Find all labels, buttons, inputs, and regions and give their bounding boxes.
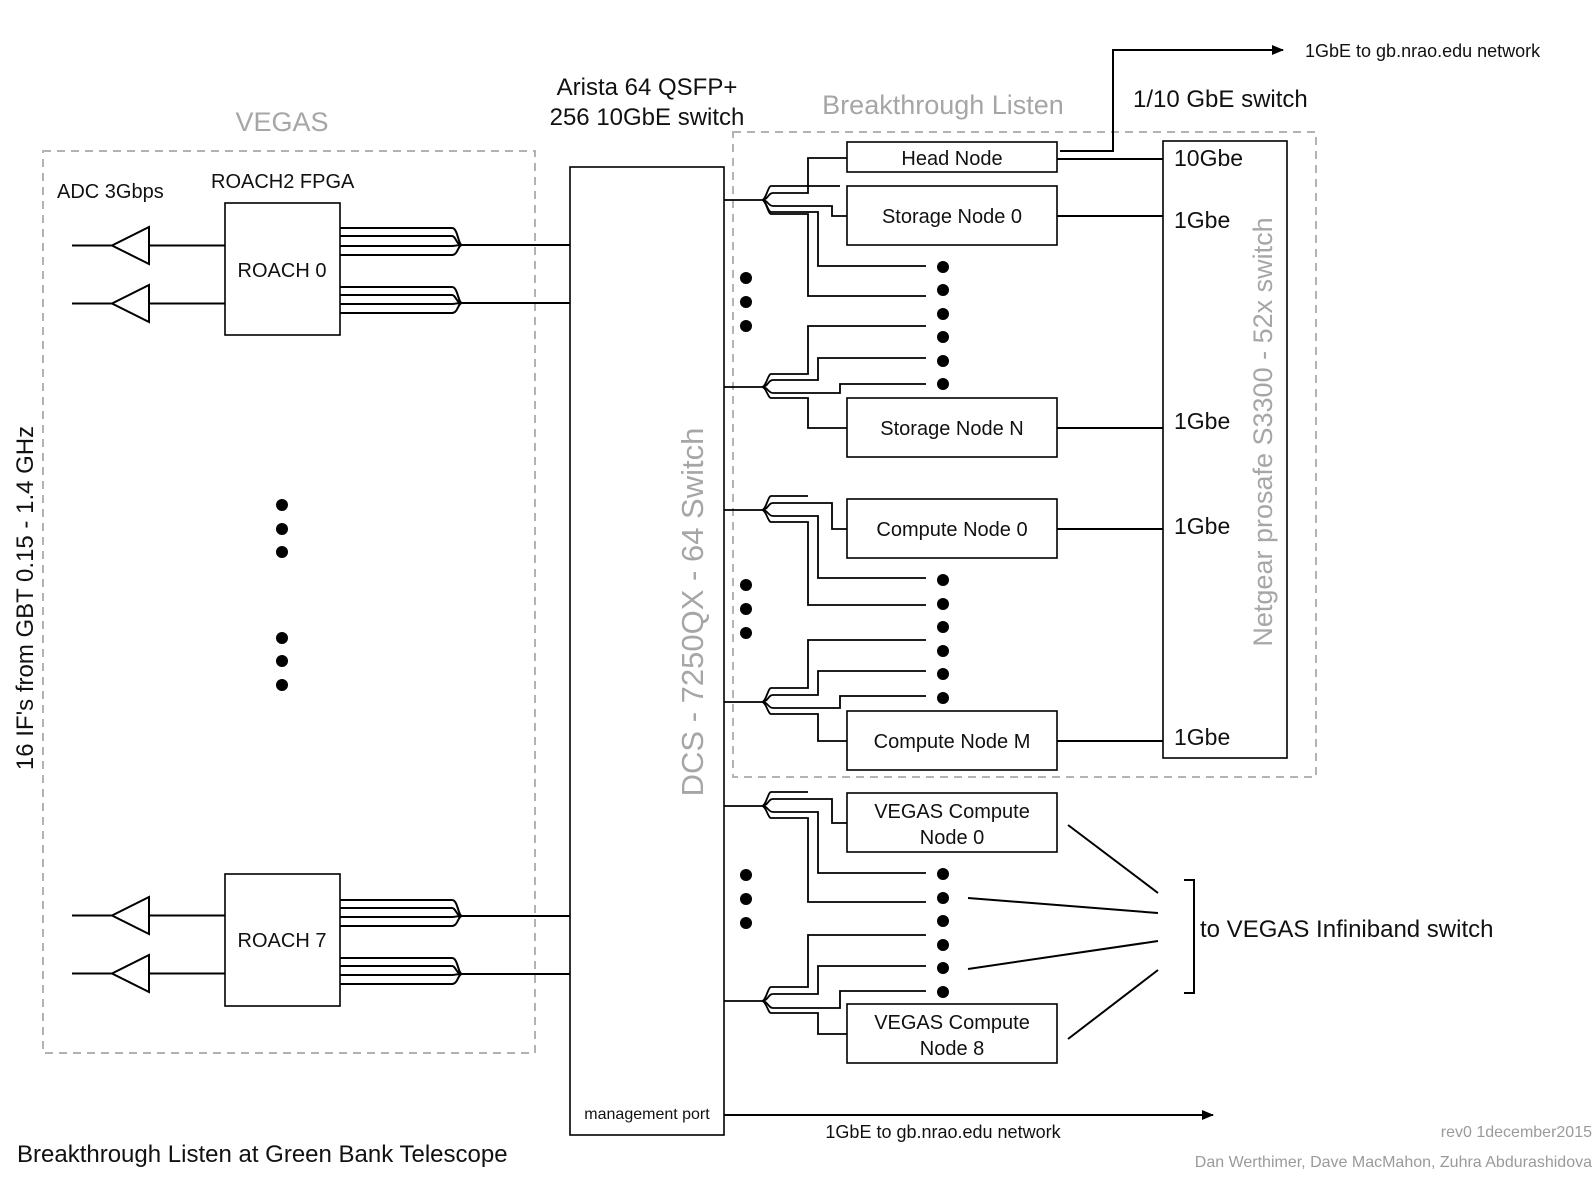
netgear-switch-label: Netgear prosafe S3300 - 52x switch: [1248, 217, 1278, 646]
top-network-label: 1GbE to gb.nrao.edu network: [1305, 41, 1541, 61]
vegas-group-label: VEGAS: [235, 107, 328, 137]
arista-label-line1: Arista 64 QSFP+: [557, 74, 738, 101]
arista-label-line2: 256 10GbE switch: [550, 104, 745, 131]
node-ellipsis-storage: [937, 261, 949, 390]
mgmt-network-label: 1GbE to gb.nrao.edu network: [825, 1122, 1061, 1142]
if-label: 16 IF's from GBT 0.15 - 1.4 GHz: [12, 426, 39, 770]
port-1gbe-compute0: 1Gbe: [1174, 513, 1230, 539]
arista-ellipsis: [740, 272, 752, 929]
netgear-switch-box: [1162, 140, 1288, 759]
vegas-compute-node-0-box: [846, 792, 1058, 853]
port-1gbe-storage0: 1Gbe: [1174, 207, 1230, 233]
amplifier-icon: [109, 895, 150, 936]
dcs-switch-label: DCS - 7250QX - 64 Switch: [675, 428, 710, 797]
port-10gbe-head: 10Gbe: [1174, 145, 1243, 171]
vegas-compute-node-8-label-line2: Node 8: [920, 1038, 985, 1060]
bl-group-border: [732, 131, 1317, 778]
bl-group-label: Breakthrough Listen: [822, 90, 1064, 120]
head-node-box: [846, 141, 1058, 173]
amplifier-icon: [109, 953, 150, 994]
head-uplink-arrow: [1060, 45, 1284, 152]
vegas-compute-node-8-box: [846, 1003, 1058, 1064]
fanout-storage-bottom: [724, 325, 926, 429]
port-1gbe-computem: 1Gbe: [1174, 724, 1230, 750]
roach0-unit: ROACH 0: [72, 202, 570, 336]
footer-title: Breakthrough Listen at Green Bank Telesc…: [17, 1141, 508, 1168]
fanout-compute-bottom: [724, 639, 926, 742]
compute-node-0-label: Compute Node 0: [876, 519, 1027, 541]
amplifier-icon: [109, 283, 150, 324]
fanout-vegas-bottom: [724, 934, 926, 1035]
authors-label: Dan Werthimer, Dave MacMahon, Zuhra Abdu…: [1195, 1154, 1592, 1171]
arista-switch-box: [569, 166, 725, 1136]
fanout-vegas-top: [724, 791, 926, 903]
head-node-label: Head Node: [901, 148, 1002, 170]
infiniband-label: to VEGAS Infiniband switch: [1200, 916, 1493, 943]
storage-node-0-label: Storage Node 0: [882, 206, 1022, 228]
fanout-storage-top: [724, 157, 926, 297]
port-1gbe-storagen: 1Gbe: [1174, 408, 1230, 434]
management-port-label: management port: [584, 1106, 710, 1123]
roach7-unit: ROACH 7: [72, 873, 570, 1007]
roach0-box: [224, 202, 341, 336]
compute-node-m-box: [846, 710, 1058, 771]
vegas-compute-node-0-label-line1: VEGAS Compute: [874, 801, 1030, 823]
vegas-group-border: [42, 150, 536, 1054]
node-ellipsis-compute: [937, 574, 949, 704]
roach7-label: ROACH 7: [238, 930, 327, 952]
vegas-compute-node-0-label-line2: Node 0: [920, 827, 985, 849]
revision-label: rev0 1december2015: [1441, 1124, 1592, 1141]
node-ellipsis-vegas: [937, 868, 949, 998]
infiniband-links: [967, 824, 1195, 1040]
vegas-compute-node-8-label-line1: VEGAS Compute: [874, 1012, 1030, 1034]
fanout-compute-top: [724, 495, 926, 606]
storage-node-n-label: Storage Node N: [880, 418, 1023, 440]
roach2-label: ROACH2 FPGA: [211, 171, 355, 193]
compute-node-m-label: Compute Node M: [874, 731, 1031, 753]
roach0-label: ROACH 0: [238, 260, 327, 282]
amplifier-icon: [109, 225, 150, 266]
adc-label: ADC 3Gbps: [57, 181, 164, 203]
vegas-ellipsis: [276, 499, 288, 691]
gbe-switch-label: 1/10 GbE switch: [1133, 86, 1308, 113]
roach7-box: [224, 873, 341, 1007]
